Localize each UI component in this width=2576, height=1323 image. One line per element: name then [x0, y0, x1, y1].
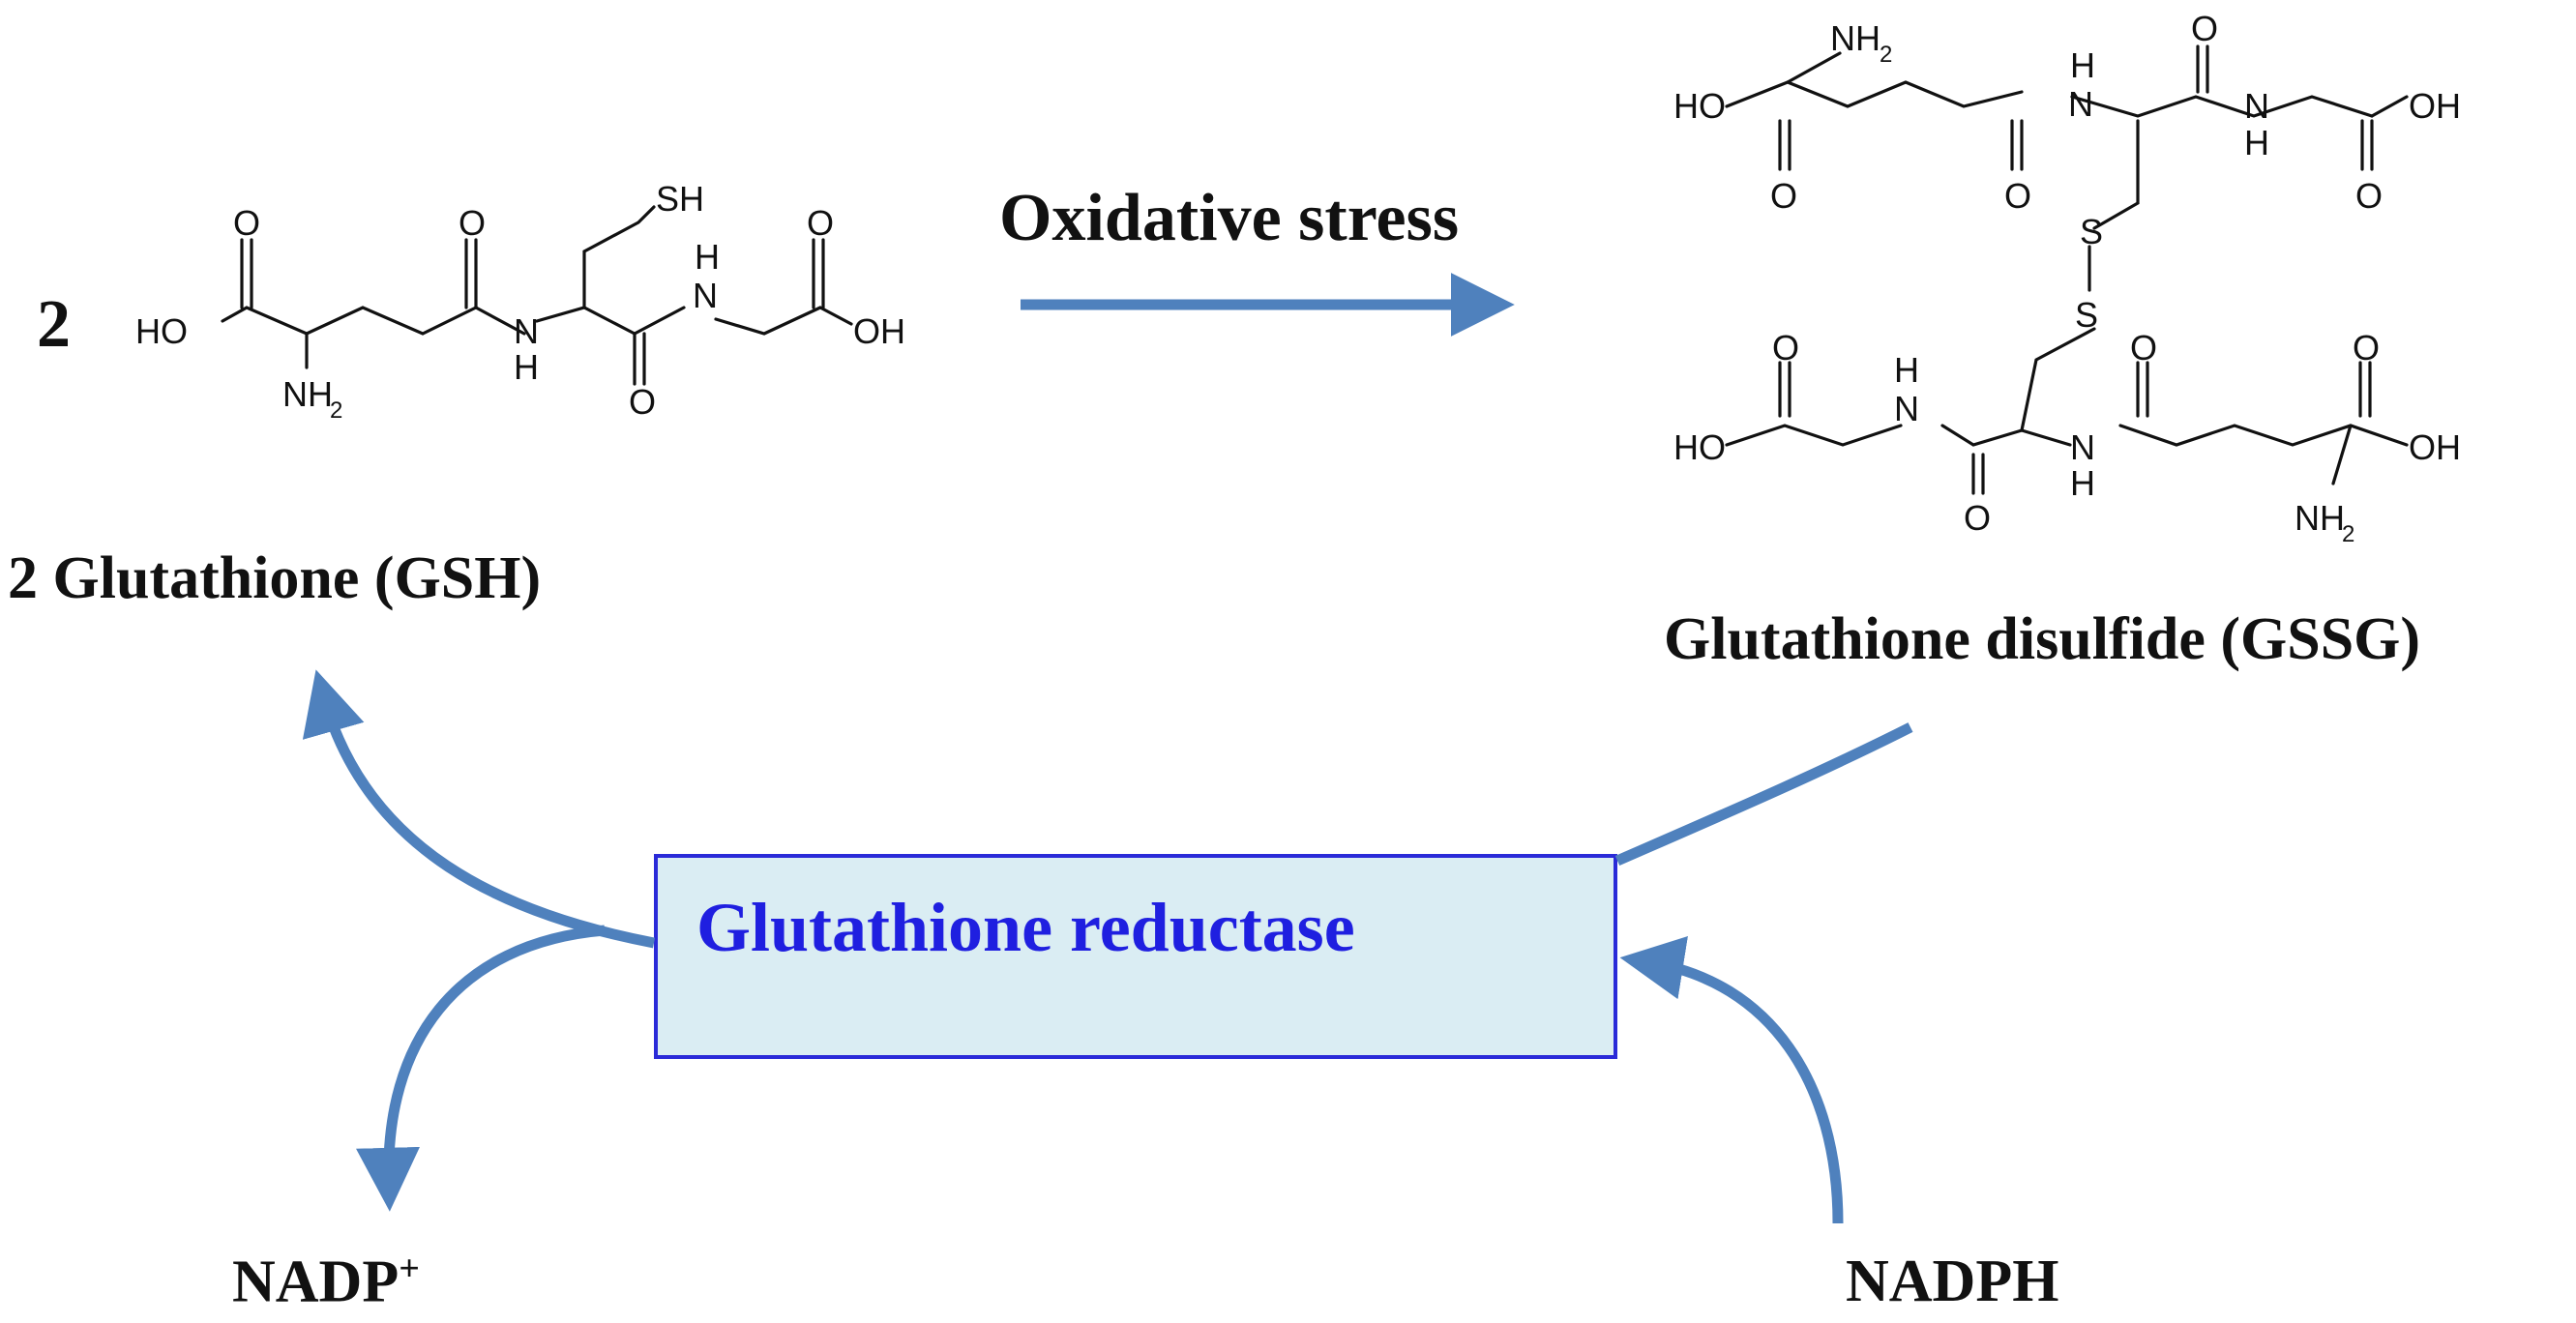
gssg-atom: O — [2355, 176, 2383, 216]
gssg-atom: HO — [1673, 427, 1726, 467]
gssg-atom: O — [1964, 498, 1991, 538]
gssg-atom: N — [1894, 389, 1919, 428]
nadp-text: NADP — [232, 1249, 400, 1315]
oxidative-stress-label: Oxidative stress — [999, 181, 1460, 255]
gssg-atom: NH — [1830, 18, 1880, 58]
nadp-label: NADP+ — [232, 1248, 420, 1317]
gssg-atom: O — [2191, 9, 2218, 48]
gssg-atom: HO — [1673, 86, 1726, 126]
nadph-label: NADPH — [1846, 1249, 2059, 1314]
gsh-coefficient: 2 — [37, 287, 71, 362]
gssg-atom: O — [2130, 328, 2157, 368]
gsh-atom: N — [693, 276, 718, 315]
gssg-atom: S — [2075, 295, 2098, 335]
gsh-atom: O — [233, 203, 260, 243]
gsh-atom: H — [695, 237, 720, 277]
gssg-atom: 2 — [2342, 521, 2354, 547]
gsh-label: 2 Glutathione (GSH) — [8, 545, 542, 611]
gssg-atom: OH — [2409, 427, 2461, 467]
gsh-atom: N — [514, 311, 539, 351]
gsh-atom: H — [514, 347, 539, 387]
gssg-atom: H — [1894, 350, 1919, 390]
gssg-atom-labels: NH 2 HO O O H N O N H OH O S S O H N O H… — [1673, 9, 2461, 547]
gssg-atom: H — [2244, 123, 2269, 162]
gssg-atom: N — [2068, 84, 2093, 124]
gsh-atom: O — [629, 382, 656, 422]
gssg-structure — [1725, 44, 2409, 495]
gssg-atom: S — [2080, 212, 2103, 251]
gssg-atom: 2 — [1880, 42, 1892, 68]
gsh-structure — [221, 205, 853, 386]
gsh-atom: HO — [135, 311, 188, 351]
gssg-atom: O — [2004, 176, 2031, 216]
gsh-atom-labels: HO O NH 2 O N H SH O H N O OH — [135, 179, 905, 424]
gssg-atom: H — [2070, 463, 2095, 503]
nadp-charge: + — [399, 1249, 420, 1289]
gssg-label: Glutathione disulfide (GSSG) — [1664, 606, 2421, 672]
gssg-atom: OH — [2409, 86, 2461, 126]
gsh-atom: SH — [656, 179, 704, 219]
gsh-atom: 2 — [330, 397, 342, 424]
enzyme-box — [654, 854, 1617, 1059]
enzyme-label: Glutathione reductase — [696, 889, 1355, 966]
gsh-atom: NH — [282, 374, 333, 414]
gsh-atom: O — [807, 203, 834, 243]
gsh-atom: O — [459, 203, 486, 243]
pathway-arrows — [302, 273, 1913, 1224]
enzyme-to-nadp-arc — [356, 925, 606, 1212]
gssg-atom: NH — [2295, 498, 2345, 538]
gssg-atom: H — [2070, 45, 2095, 85]
gssg-atom: N — [2244, 86, 2269, 126]
gssg-to-enzyme-arc — [1614, 722, 1913, 867]
enzyme-to-gsh-arc — [302, 669, 656, 949]
gssg-atom: O — [2353, 328, 2380, 368]
gsh-atom: OH — [853, 311, 905, 351]
nadph-to-enzyme-arc — [1619, 936, 1844, 1224]
gssg-atom: O — [1772, 328, 1799, 368]
gssg-atom: O — [1770, 176, 1797, 216]
gssg-atom: N — [2070, 427, 2095, 467]
